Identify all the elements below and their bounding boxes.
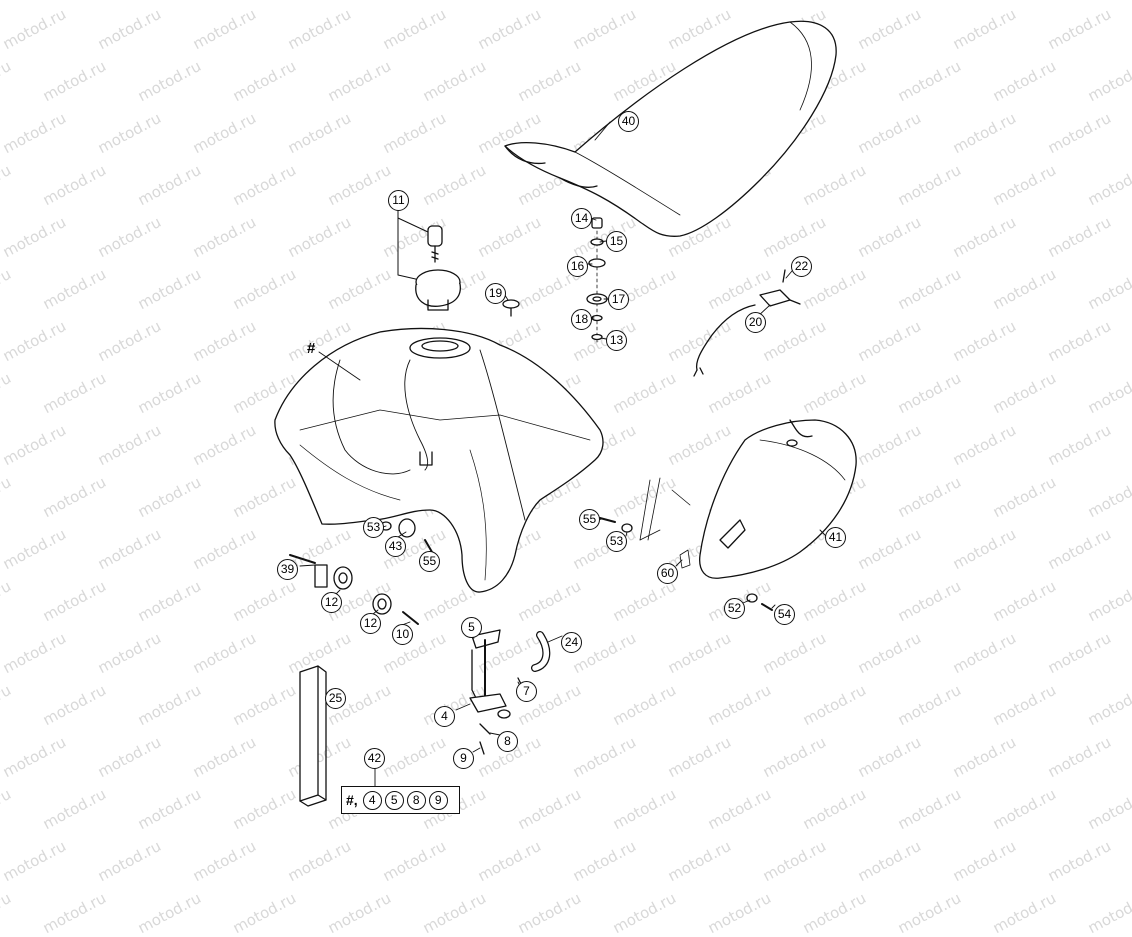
watermark-text: motod.ru [229,888,300,937]
kit-lead: #, [346,792,358,808]
key-and-fuel-cap [397,205,461,311]
callout-25: 25 [325,688,346,709]
callout-60: 60 [657,563,678,584]
callout-20: 20 [745,312,766,333]
callout-53-right: 53 [606,531,627,552]
parts-diagram [274,20,857,807]
seat-lock-cable [693,269,801,377]
side-cover [699,419,857,579]
callout-16: 16 [567,256,588,277]
callout-53: 53 [363,517,384,538]
callout-12-lower: 12 [360,613,381,634]
assembly-marker: # [307,340,316,357]
callout-55: 55 [419,551,440,572]
callout-22: 22 [791,256,812,277]
callout-13: 13 [606,330,627,351]
callout-10: 10 [392,624,413,645]
mounting-hardware [289,517,773,625]
watermark-text: motod.ru [324,888,395,937]
foam-strip [299,665,327,807]
fastener-stack [586,217,608,346]
fuel-tank [274,327,604,593]
callout-42: 42 [364,748,385,769]
kit-item-9: 9 [428,790,448,810]
callout-41: 41 [825,527,846,548]
watermark-text: motod.ru [704,888,775,937]
callout-19: 19 [485,283,506,304]
callout-40: 40 [618,111,639,132]
callout-55-right: 55 [579,509,600,530]
callout-54: 54 [774,604,795,625]
kit-item-4: 4 [362,790,382,810]
kit-item-8: 8 [406,790,426,810]
watermark-text: motod.ru [609,888,680,937]
callout-15: 15 [606,231,627,252]
small-cap-19 [502,299,520,317]
callout-11: 11 [388,190,409,211]
watermark-text: motod.ru [799,888,870,937]
callout-5: 5 [461,617,482,638]
watermark-text: motod.ru [39,888,110,937]
callout-14: 14 [571,208,592,229]
watermark-text: motod.ru [1084,888,1132,937]
callout-39: 39 [277,559,298,580]
watermark-text: motod.ru [134,888,205,937]
kit-contents-box: #, 4 5 8 9 [341,786,460,814]
watermark-text: motod.ru [989,888,1060,937]
callout-4: 4 [434,706,455,727]
callout-12: 12 [321,592,342,613]
kit-item-5: 5 [384,790,404,810]
callout-7: 7 [516,681,537,702]
callout-17: 17 [608,289,629,310]
watermark-text: motod.ru [419,888,490,937]
callout-24: 24 [561,632,582,653]
callout-43: 43 [385,536,406,557]
callout-9: 9 [453,748,474,769]
watermark-text: motod.ru [894,888,965,937]
seat [504,20,837,237]
callout-8: 8 [497,731,518,752]
watermark-text: motod.ru [514,888,585,937]
callout-18: 18 [571,309,592,330]
watermark-text: motod.ru [0,888,15,937]
frame-lines [639,477,691,569]
callout-52: 52 [724,598,745,619]
